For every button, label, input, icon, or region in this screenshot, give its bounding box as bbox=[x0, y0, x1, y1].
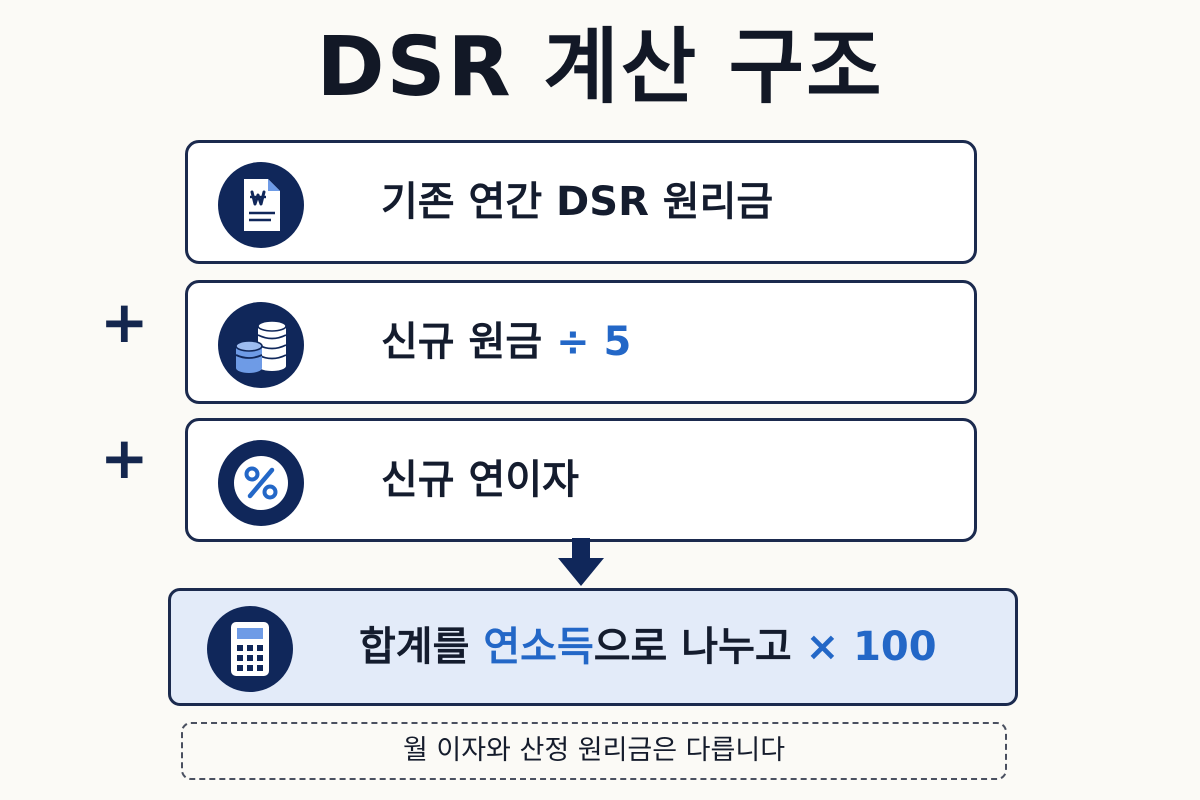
step-label: 신규 원금 ÷ 5 bbox=[381, 283, 631, 401]
step-label: 신규 연이자 bbox=[381, 421, 579, 539]
step-label-text: 신규 원금 bbox=[381, 319, 543, 365]
step-label-text: 신규 연이자 bbox=[381, 457, 579, 503]
times-hundred: × 100 bbox=[805, 624, 937, 670]
page-title: DSR 계산 구조 bbox=[316, 20, 884, 115]
annual-income-highlight: 연소득 bbox=[483, 624, 594, 670]
divide-by-five: ÷ 5 bbox=[556, 319, 632, 365]
step-existing-dsr: 기존 연간 DSR 원리금 bbox=[185, 140, 977, 264]
arrow-down-icon bbox=[558, 538, 604, 586]
step-new-principal: 신규 원금 ÷ 5 bbox=[185, 280, 977, 404]
step-new-interest: 신규 연이자 bbox=[185, 418, 977, 542]
footnote: 월 이자와 산정 원리금은 다릅니다 bbox=[181, 722, 1007, 780]
step-label-text: 기존 연간 DSR 원리금 bbox=[381, 179, 774, 225]
won-document-icon bbox=[218, 162, 304, 248]
result-label: 합계를 연소득으로 나누고 × 100 bbox=[359, 591, 937, 703]
step-label: 기존 연간 DSR 원리금 bbox=[381, 143, 773, 261]
result-text-before: 합계를 bbox=[359, 624, 470, 670]
coin-stack-icon bbox=[218, 302, 304, 388]
result-formula: 합계를 연소득으로 나누고 × 100 bbox=[168, 588, 1018, 706]
result-text-after: 으로 나누고 bbox=[593, 624, 792, 670]
calculator-icon bbox=[207, 606, 293, 692]
plus-operator: + bbox=[100, 424, 149, 492]
percent-icon bbox=[218, 440, 304, 526]
plus-operator: + bbox=[100, 288, 149, 356]
